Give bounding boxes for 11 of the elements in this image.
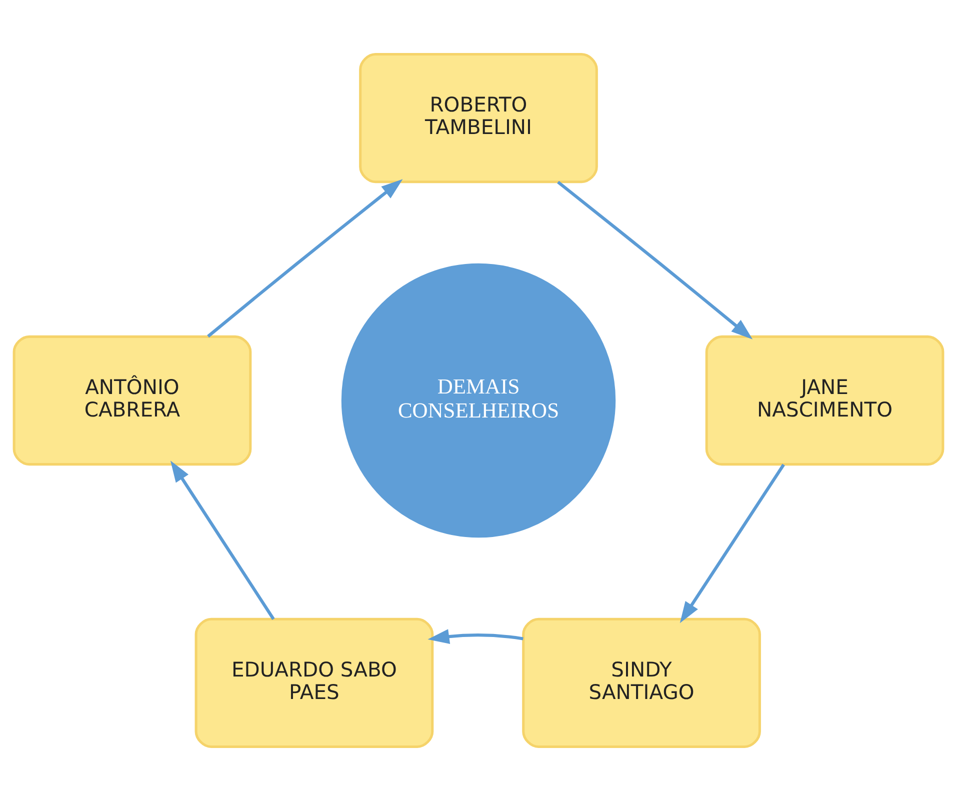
node-box: JANE NASCIMENTO [704,335,944,466]
arrow [556,180,752,340]
arrow [427,629,523,644]
arrow [170,460,274,620]
node-box: SINDY SANTIAGO [522,618,760,748]
node-circle: DEMAIS CONSELHEIROS [340,263,616,538]
node-box: EDUARDO SABO PAES [194,618,434,748]
node-box: ANTÔNIO CABRERA [12,335,252,466]
node-box: ROBERTO TAMBELINI [358,52,598,184]
arrow [679,464,784,624]
arrow [206,179,402,338]
